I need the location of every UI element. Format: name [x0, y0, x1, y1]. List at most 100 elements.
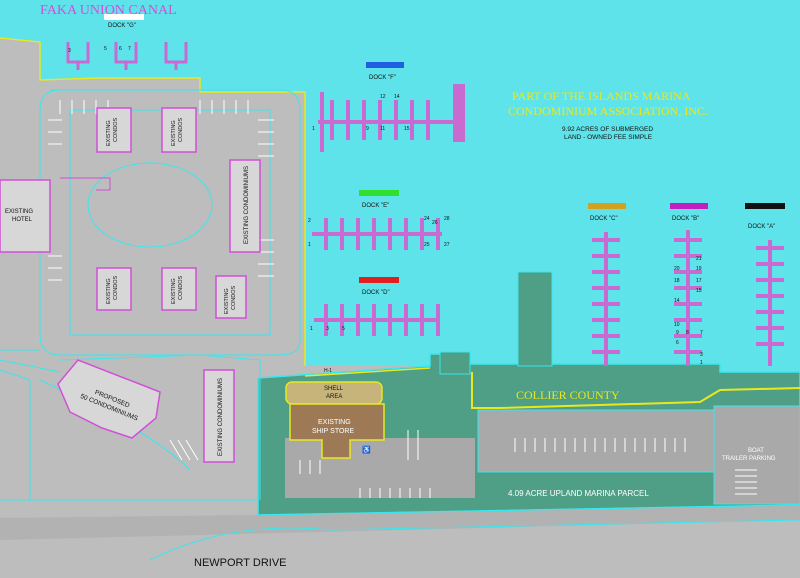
association-label-line2: CONDOMINIUM ASSOCIATION, INC.	[508, 104, 708, 118]
h1-label: H-1	[324, 368, 332, 374]
existing-condos-building-4	[161, 267, 197, 311]
shoreline	[0, 37, 306, 366]
slip-b-20: 20	[674, 266, 680, 272]
canal-label: FAKA UNION CANAL	[40, 3, 177, 18]
slip-e-27: 27	[444, 242, 450, 248]
boat-label-line2: TRAILER PARKING	[722, 456, 776, 462]
dock-c-tag	[588, 203, 626, 209]
condominiums-label-east: EXISTING CONDOMINIUMS	[244, 166, 250, 244]
slip-f-1: 1	[312, 126, 315, 132]
slip-g-5: 5	[104, 46, 107, 52]
slip-d-1: 1	[310, 326, 313, 332]
association-label-line1: PART OF THE ISLANDS MARINA	[512, 89, 691, 103]
ship-label-line1: EXISTING	[318, 419, 351, 426]
condos-label-5: EXISTING CONDOS	[224, 286, 237, 314]
dock-a-label: DOCK "A"	[748, 224, 775, 230]
dock-d-structure	[314, 304, 440, 336]
dock-c-label: DOCK "C"	[590, 216, 618, 222]
county-line-north	[304, 367, 431, 377]
slip-d-3: 3	[326, 326, 329, 332]
svg-text:EXISTING CONDOMINIUMS: EXISTING CONDOMINIUMS	[244, 166, 250, 244]
parking-lot-gray	[477, 409, 715, 473]
parcel-label: 4.09 ACRE UPLAND MARINA PARCEL	[508, 489, 649, 498]
dock-e-structure	[312, 218, 442, 250]
parking-stalls	[299, 430, 757, 498]
condos-label-3: EXISTING CONDOS	[106, 276, 119, 304]
existing-condominiums-building-east	[229, 159, 261, 253]
road-curb	[0, 499, 800, 516]
slip-b-19: 19	[696, 266, 702, 272]
slip-b-21: 21	[696, 256, 702, 262]
existing-condos-building-3	[96, 267, 132, 311]
existing-condos-building-1	[96, 107, 132, 153]
svg-text:CONDOS: CONDOS	[178, 118, 184, 142]
slip-g-6: 6	[119, 46, 122, 52]
slip-b-3: 3	[700, 352, 703, 358]
slip-f-12: 12	[380, 94, 386, 100]
west-buildings	[0, 107, 261, 463]
dock-c-structure	[592, 232, 620, 366]
dock-e-tag	[359, 190, 399, 196]
handicap-symbol: ♿	[362, 445, 371, 454]
water-basin	[0, 0, 800, 372]
slip-b-8: 8	[686, 330, 689, 336]
pier-block	[517, 271, 553, 367]
slip-e-2: 2	[308, 218, 311, 224]
slip-b-15: 15	[696, 288, 702, 294]
slip-f-11: 11	[380, 126, 385, 132]
slip-f-14: 14	[394, 94, 400, 100]
dock-d-label: DOCK "D"	[362, 290, 390, 296]
svg-text:EXISTING: EXISTING	[106, 120, 112, 146]
condominiums-label-south: EXISTING CONDOMINIUMS	[218, 378, 224, 456]
dock-d-tag	[359, 277, 399, 283]
parking-outlines	[0, 89, 301, 500]
hotel-label-line1: EXISTING	[5, 209, 33, 215]
svg-text:CONDOS: CONDOS	[113, 276, 119, 300]
svg-text:CONDOS: CONDOS	[178, 276, 184, 300]
central-court	[60, 177, 111, 191]
slip-b-7: 7	[700, 330, 703, 336]
pier-block-small	[439, 351, 471, 375]
dock-b-label: DOCK "B"	[672, 216, 699, 222]
svg-text:EXISTING: EXISTING	[171, 278, 177, 304]
submerged-label-line2: LAND - OWNED FEE SIMPLE	[564, 134, 653, 141]
shell-label-line1: SHELL	[324, 386, 344, 392]
slip-b-9: 9	[676, 330, 679, 336]
boat-label-line1: BOAT	[748, 448, 764, 454]
boat-trailer-lot	[713, 405, 800, 505]
road-label: NEWPORT DRIVE	[194, 557, 287, 569]
condos-label-4: EXISTING CONDOS	[171, 276, 184, 304]
ship-store-building	[289, 403, 385, 459]
slip-b-6: 6	[676, 340, 679, 346]
shell-label-line2: AREA	[326, 394, 342, 400]
existing-condos-building-5	[215, 275, 247, 319]
slip-g-7: 7	[128, 46, 131, 52]
dock-a-tag	[745, 203, 785, 209]
existing-condominiums-building-south	[203, 369, 235, 463]
condos-label-1: EXISTING CONDOS	[106, 118, 119, 146]
slip-e-28: 28	[444, 216, 450, 222]
svg-text:EXISTING CONDOMINIUMS: EXISTING CONDOMINIUMS	[218, 378, 224, 456]
svg-text:EXISTING: EXISTING	[171, 120, 177, 146]
county-line	[471, 372, 800, 409]
slip-b-18: 18	[674, 278, 680, 284]
slip-b-1: 1	[700, 360, 703, 366]
newport-drive-road	[0, 505, 800, 540]
slip-g-3: 3	[68, 48, 71, 54]
slip-b-17: 17	[696, 278, 702, 284]
dock-g-label: DOCK "G"	[108, 23, 136, 29]
road-curb-south	[149, 519, 800, 561]
svg-text:EXISTING: EXISTING	[106, 278, 112, 304]
svg-text:EXISTING: EXISTING	[224, 288, 230, 314]
dock-e-label: DOCK "E"	[362, 203, 389, 209]
slip-e-25: 25	[424, 242, 430, 248]
hotel-label-line2: HOTEL	[12, 217, 33, 223]
svg-text:CONDOS: CONDOS	[113, 118, 119, 142]
dock-b-tag	[670, 203, 708, 209]
dock-f-structure	[318, 84, 465, 152]
slip-d-5: 5	[342, 326, 345, 332]
dock-a-structure	[756, 240, 784, 366]
dock-g-structure	[66, 42, 188, 70]
slip-f-9: 9	[366, 126, 369, 132]
